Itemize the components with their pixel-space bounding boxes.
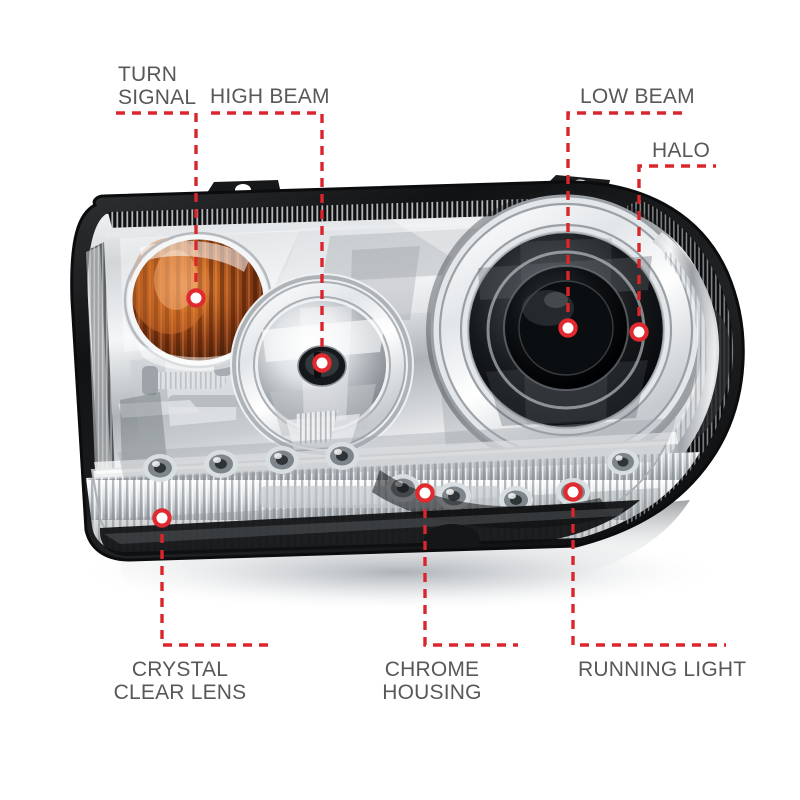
leader-line-running-light: [571, 492, 726, 647]
callout-high-beam: [207, 111, 332, 373]
callout-label-high-beam: HIGH BEAM: [210, 85, 330, 108]
marker-dot-turn-signal: [186, 288, 206, 308]
marker-dot-halo: [629, 322, 649, 342]
callout-low-beam: [558, 111, 688, 338]
callout-label-turn-signal: TURN SIGNAL: [118, 63, 197, 109]
marker-dot-running-light: [563, 482, 583, 502]
callout-label-running-light: RUNNING LIGHT: [578, 658, 747, 681]
marker-dot-high-beam: [312, 353, 332, 373]
leader-line-crystal-clear-lens: [160, 518, 273, 647]
leader-line-low-beam: [566, 111, 688, 328]
marker-dot-chrome-housing: [415, 483, 435, 503]
housing-outline: [70, 180, 745, 562]
callout-halo: [629, 164, 716, 342]
callout-running-light: [563, 482, 726, 647]
callout-label-crystal-clear-lens: CRYSTAL CLEAR LENS: [113, 658, 247, 704]
callout-chrome-housing: [415, 483, 518, 647]
chrome-reflector-body: [86, 190, 720, 556]
marker-dot-low-beam: [558, 318, 578, 338]
callout-label-halo: HALO: [652, 139, 710, 162]
callout-crystal-clear-lens: [152, 508, 273, 647]
leader-line-high-beam: [207, 111, 324, 363]
callout-label-chrome-housing: CHROME HOUSING: [382, 658, 482, 704]
leader-line-chrome-housing: [423, 493, 518, 647]
callout-label-low-beam: LOW BEAM: [580, 85, 695, 108]
leader-line-turn-signal: [115, 111, 198, 298]
leader-line-halo: [637, 164, 716, 332]
callout-turn-signal: [115, 111, 206, 308]
marker-dot-crystal-clear-lens: [152, 508, 172, 528]
